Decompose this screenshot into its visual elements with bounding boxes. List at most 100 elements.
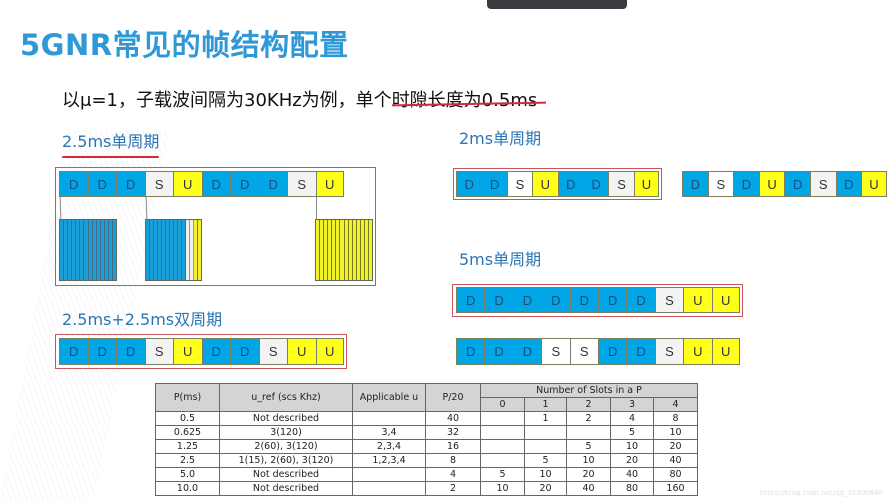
- slot-cell-u: U: [173, 171, 202, 197]
- slot-cell-u: U: [633, 171, 660, 197]
- cell-slots-u1: 10: [524, 467, 567, 482]
- slot-cell-d: D: [541, 287, 570, 313]
- slot-cell-d: D: [87, 338, 116, 365]
- header-u2: 2: [566, 397, 611, 412]
- cell-slots-u2: 20: [566, 467, 611, 482]
- slot-cell-d: D: [201, 171, 230, 197]
- symbol-stripe: [88, 220, 93, 280]
- cell-p: 0.5: [155, 411, 220, 426]
- cell-p: 0.625: [155, 425, 220, 440]
- symbol-stripe: [146, 220, 150, 280]
- cell-applicable: [352, 467, 426, 482]
- cell-p: 5.0: [155, 467, 220, 482]
- cell-slots-u1: 5: [524, 453, 567, 468]
- slot-cell-s: S: [258, 338, 287, 365]
- header-u4: 4: [653, 397, 698, 412]
- slot-cell-d: D: [201, 338, 230, 365]
- subtitle-underlined-text: 时隙长度为0.5ms: [391, 90, 538, 111]
- symbol-stripe: [108, 220, 114, 280]
- cell-uref: Not described: [219, 481, 353, 496]
- cell-p: 1.25: [155, 439, 220, 454]
- slot-cell-d: D: [484, 287, 513, 313]
- slot-cell-s: S: [541, 338, 570, 365]
- slot-cell-d: D: [456, 338, 485, 365]
- cell-slots-u0: [480, 425, 525, 440]
- cell-slots-u3: 80: [610, 481, 654, 496]
- cell-applicable: [352, 481, 426, 496]
- cell-slots-u1: [524, 425, 567, 440]
- slot-cell-d: D: [230, 338, 259, 365]
- symbol-stripe: [96, 220, 101, 280]
- slot-cell-u: U: [683, 338, 712, 365]
- symbol-stripe: [68, 220, 73, 280]
- symbol-stripe: [154, 220, 158, 280]
- expanded-downlink-slot: [59, 219, 117, 281]
- symbol-stripe: [72, 220, 77, 280]
- header-applicable: Applicable u: [352, 383, 426, 412]
- slot-cell-d: D: [569, 287, 598, 313]
- cell-p20: 16: [425, 439, 481, 454]
- slot-cell-d: D: [682, 171, 708, 197]
- slide-title: 5GNR常见的帧结构配置: [20, 28, 349, 62]
- symbol-stripe: [320, 220, 325, 280]
- cell-p20: 4: [425, 467, 481, 482]
- cell-uref: 1(15), 2(60), 3(120): [219, 453, 353, 468]
- highlight-box-5ms: [452, 284, 743, 317]
- cell-slots-u2: 40: [566, 481, 611, 496]
- cell-uref: 2(60), 3(120): [219, 439, 353, 454]
- symbol-stripe: [344, 220, 349, 280]
- slot-cell-d: D: [835, 171, 862, 197]
- cell-p: 10.0: [155, 481, 220, 496]
- header-u3: 3: [610, 397, 654, 412]
- header-slots-group: Number of Slots in a P: [480, 383, 698, 398]
- cell-slots-u2: 5: [566, 439, 611, 454]
- cell-p20: 32: [425, 425, 481, 440]
- symbol-stripe: [198, 220, 201, 280]
- slot-cell-u: U: [711, 287, 740, 313]
- symbol-stripe: [316, 220, 321, 280]
- symbol-stripe: [340, 220, 345, 280]
- header-u1: 1: [524, 397, 567, 412]
- slot-cell-s: S: [144, 338, 173, 365]
- slot-cell-s: S: [144, 171, 173, 197]
- watermark: https://blog.csdn.net/qq_32300640: [760, 489, 883, 497]
- cell-slots-u2: 10: [566, 453, 611, 468]
- cell-applicable: 3,4: [352, 425, 426, 440]
- slot-cell-d: D: [87, 171, 116, 197]
- symbol-stripe: [369, 220, 373, 280]
- symbol-stripe: [328, 220, 333, 280]
- expanded-special-slot: [145, 219, 202, 281]
- slot-cell-u: U: [287, 338, 316, 365]
- symbol-stripe: [162, 220, 166, 280]
- symbol-stripe: [92, 220, 97, 280]
- slide-subtitle: 以μ=1，子载波间隔为30KHz为例，单个时隙长度为0.5ms: [62, 86, 537, 112]
- symbol-stripe: [182, 220, 186, 280]
- slot-cell-s: S: [707, 171, 734, 197]
- slot-cell-s: S: [654, 287, 684, 313]
- label-2ms-single: 2ms单周期: [459, 129, 542, 148]
- cell-uref: 3(120): [219, 425, 353, 440]
- symbol-stripe: [364, 220, 370, 280]
- symbol-stripe: [170, 220, 174, 280]
- symbol-stripe: [166, 220, 170, 280]
- cell-slots-u4: 20: [653, 439, 698, 454]
- label-5ms-single: 5ms单周期: [459, 250, 542, 269]
- slot-cell-s: S: [654, 338, 684, 365]
- slot-cell-d: D: [512, 338, 542, 365]
- expanded-uplink-slot: [315, 219, 373, 281]
- cell-slots-u3: 10: [610, 439, 654, 454]
- label-2-5ms-dual: 2.5ms+2.5ms双周期: [62, 310, 223, 329]
- presenter-toolbar: [487, 0, 627, 9]
- slot-cell-s: S: [809, 171, 836, 197]
- subtitle-text: 以μ=1，子载波间隔为30KHz为例，单个: [62, 90, 392, 111]
- symbol-stripe: [104, 220, 109, 280]
- slot-cell-s: S: [608, 171, 634, 197]
- slot-cell-d: D: [597, 338, 627, 365]
- cell-slots-u4: 40: [653, 453, 698, 468]
- cell-slots-u2: 2: [566, 411, 611, 426]
